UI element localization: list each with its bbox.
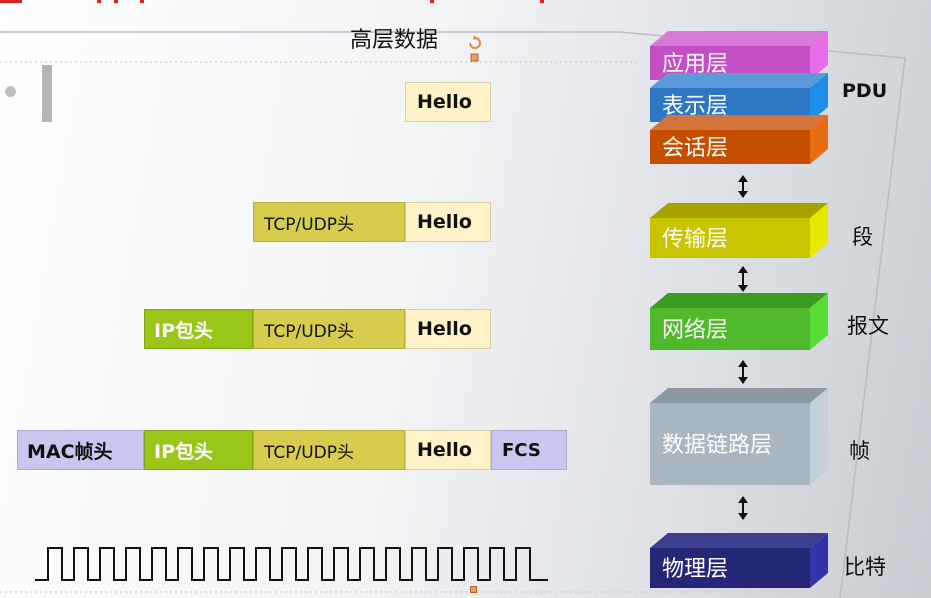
double-arrow-icon	[738, 360, 748, 384]
vertical-bar-marker	[42, 65, 52, 122]
double-arrow-icon	[738, 175, 748, 198]
double-arrow-icon	[738, 496, 748, 520]
osi-layer-block: 应用层	[650, 31, 828, 80]
ip-header-box: IP包头	[144, 309, 253, 349]
osi-layer-stack: 应用层表示层会话层传输层网络层数据链路层物理层	[640, 28, 840, 598]
osi-layer-block: 数据链路层	[650, 388, 828, 485]
osi-layer-block: 物理层	[650, 533, 828, 588]
packet-label: 报文	[847, 314, 889, 338]
mac-header-box: MAC帧头	[17, 430, 144, 470]
osi-layer-label: 会话层	[662, 136, 728, 161]
osi-layer-block: 网络层	[650, 293, 828, 350]
segment-label: 段	[852, 225, 873, 249]
frame-label: 帧	[849, 439, 870, 463]
bit-label: 比特	[844, 555, 886, 579]
hello-data-box: Hello	[405, 202, 491, 242]
osi-layer-label: 应用层	[662, 52, 728, 77]
pdu-label: PDU	[842, 80, 888, 102]
tcp-udp-header-box: TCP/UDP头	[253, 202, 405, 242]
hello-data-box: Hello	[405, 309, 491, 349]
osi-layer-label: 数据链路层	[662, 433, 772, 458]
osi-layer-label: 表示层	[662, 94, 728, 119]
high-level-data-title: 高层数据	[350, 28, 439, 53]
tcp-udp-header-box: TCP/UDP头	[253, 309, 405, 349]
osi-layer-block: 表示层	[650, 73, 828, 122]
rotate-handle-icon	[469, 35, 481, 62]
osi-layer-block: 传输层	[650, 203, 828, 258]
layer-arrows	[738, 175, 748, 520]
hello-data-box: Hello	[405, 430, 491, 470]
osi-layer-block: 会话层	[650, 115, 828, 164]
osi-layer-label: 物理层	[662, 557, 728, 582]
bit-signal-waveform	[35, 547, 548, 581]
osi-layer-label: 网络层	[662, 318, 728, 343]
fcs-trailer-box: FCS	[491, 430, 567, 470]
bullet-dot	[5, 86, 16, 97]
osi-layer-label: 传输层	[662, 227, 728, 252]
ip-header-box: IP包头	[144, 430, 253, 470]
double-arrow-icon	[738, 266, 748, 292]
selection-handle	[470, 586, 477, 593]
hello-data-box: Hello	[405, 82, 491, 122]
tcp-udp-header-box: TCP/UDP头	[253, 430, 405, 470]
